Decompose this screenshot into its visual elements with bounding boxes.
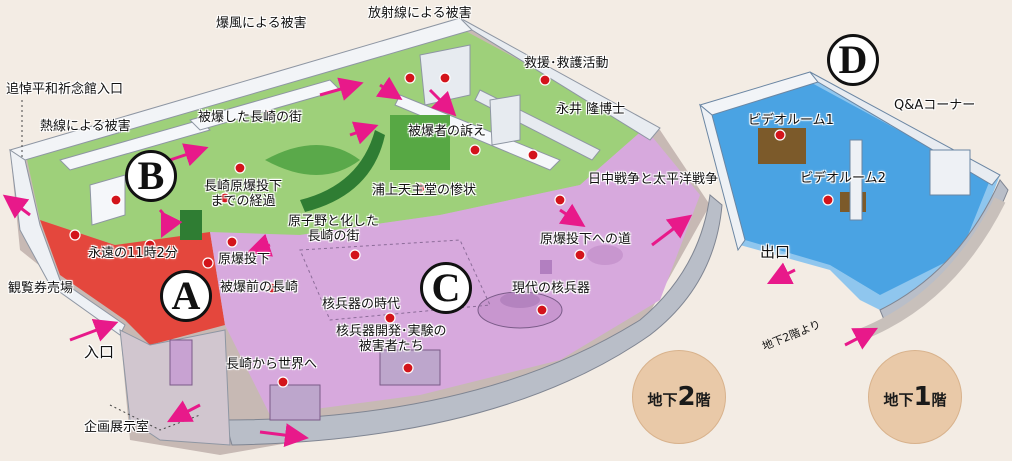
label-kanran: 観覧券売場 xyxy=(8,281,74,296)
b2-entrance-block xyxy=(119,329,231,446)
exhibit-marker-icon xyxy=(69,72,834,388)
zone-c-badge: C xyxy=(420,262,472,314)
label-video1: ビデオルーム1 xyxy=(748,113,834,128)
label-bakufu: 爆風による被害 xyxy=(216,16,307,31)
label-urakami: 浦上天主堂の惨状 xyxy=(372,183,477,198)
label-deguchi: 出口 xyxy=(760,243,791,261)
direction-arrow-icon xyxy=(2,76,878,448)
label-iriguchi: 入口 xyxy=(84,343,115,361)
zone-d-left-wall xyxy=(699,103,746,252)
label-netsusen: 熱線による被害 xyxy=(40,119,131,134)
label-nagai: 永井 隆博士 xyxy=(556,102,626,117)
label-sekai: 長崎から世界へ xyxy=(226,357,318,372)
label-hibakumae: 被爆前の長崎 xyxy=(220,280,299,295)
label-kyuen: 救援･救護活動 xyxy=(524,56,609,71)
b-partition-1 xyxy=(59,119,211,171)
b2-right-wall xyxy=(459,17,661,141)
label-hibaku-machi: 被爆した長崎の街 xyxy=(198,110,303,125)
c-display-round-2 xyxy=(587,245,623,265)
c-tower xyxy=(169,339,193,386)
b-block-urakami xyxy=(390,115,450,170)
label-keii: 長崎原爆投下 までの経過 xyxy=(204,179,283,209)
label-michi: 原爆投下への道 xyxy=(540,232,632,247)
b-partition-7 xyxy=(489,94,521,146)
label-gendai: 現代の核兵器 xyxy=(512,281,591,296)
floor-b2-badge: 地下2階 xyxy=(632,350,726,444)
label-tsuito: 追悼平和祈念館入口 xyxy=(6,82,124,97)
label-qa: Q&Aコーナー xyxy=(894,98,976,113)
b-rotunda xyxy=(265,145,360,175)
b-block-green-2 xyxy=(180,210,202,240)
label-jidai: 核兵器の時代 xyxy=(322,297,401,312)
b1-outer-sweep xyxy=(857,197,1006,341)
zone-b-floor xyxy=(25,28,645,245)
zone-a-badge: A xyxy=(160,270,212,322)
d-partition xyxy=(849,139,863,221)
label-kikaku: 企画展示室 xyxy=(84,420,150,435)
label-nicchu: 日中戦争と太平洋戦争 xyxy=(588,172,719,187)
label-houshasen: 放射線による被害 xyxy=(368,6,472,21)
b2-left-wall xyxy=(9,148,126,336)
c-pillar-1 xyxy=(269,384,321,421)
c-cylinder-1 xyxy=(540,260,552,274)
floor-b1-badge: 地下1階 xyxy=(868,350,962,444)
zone-b-badge: B xyxy=(125,150,177,202)
qa-kiosks xyxy=(929,149,971,196)
leader-kikaku xyxy=(109,404,201,431)
label-eien: 永遠の11時2分 xyxy=(88,246,178,261)
label-video2: ビデオルーム2 xyxy=(800,171,886,186)
label-uttae: 被爆者の訴え xyxy=(408,124,487,139)
label-genshino: 原子野と化した 長崎の街 xyxy=(288,214,380,244)
b-partition-5 xyxy=(89,174,126,226)
c-display-round-top xyxy=(500,292,540,308)
zone-d-badge: D xyxy=(827,34,879,86)
label-kaihatsu: 核兵器開発･実験の 被害者たち xyxy=(336,324,447,354)
label-toka: 原爆投下 xyxy=(218,252,271,267)
